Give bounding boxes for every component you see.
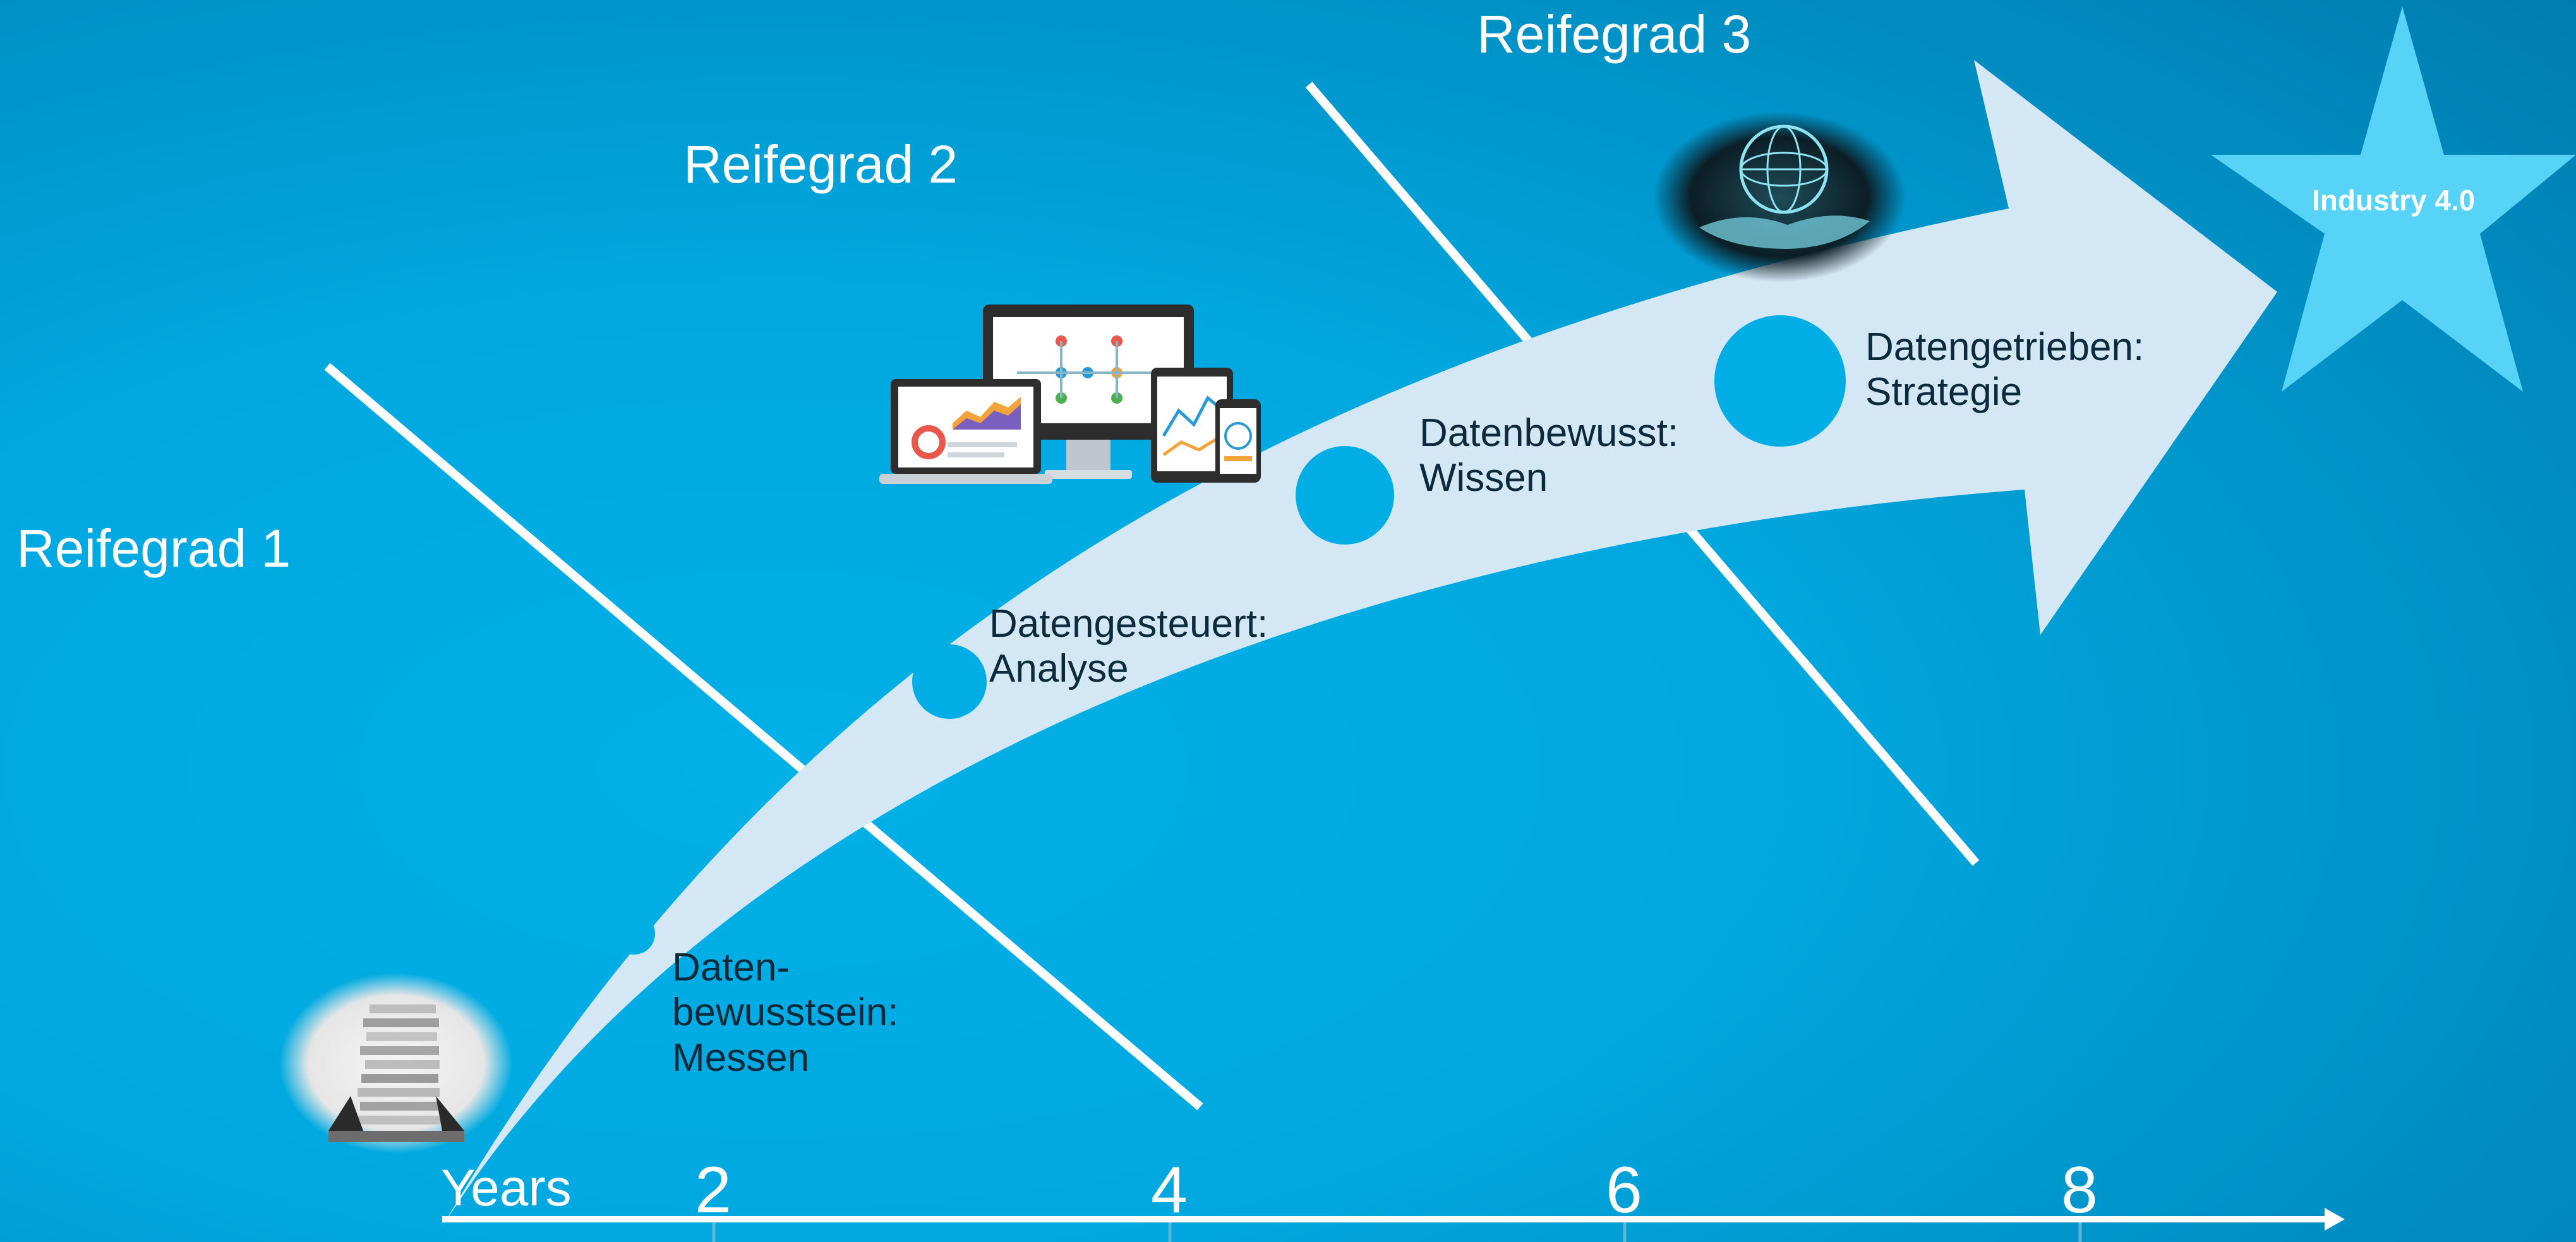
industry-4-0-label: Industry 4.0 <box>2312 184 2476 217</box>
timeline-axis-label: Years <box>441 1159 572 1217</box>
stage-label-1: Daten- bewusstsein: Messen <box>672 946 899 1080</box>
stage-node-3 <box>1296 446 1394 545</box>
dashboard-devices-image <box>879 304 1261 484</box>
paper-stack-image <box>279 973 513 1154</box>
timeline-tick-4: 4 <box>1151 1154 1188 1227</box>
stage-label-3: Datenbewusst: Wissen <box>1419 411 1679 500</box>
timeline-tick-6: 6 <box>1606 1154 1642 1227</box>
globe-in-hand-image <box>1653 112 1906 282</box>
timeline-axis <box>442 1208 2345 1242</box>
maturity-level-1-label: Reifegrad 1 <box>16 519 291 578</box>
stage-label-4: Datengetrieben: Strategie <box>1865 325 2145 414</box>
stage-node-4 <box>1714 315 1846 447</box>
separator-line-1 <box>324 363 1203 1111</box>
maturity-level-3-label: Reifegrad 3 <box>1477 4 1752 64</box>
stage-node-1 <box>613 913 655 955</box>
stage-node-2 <box>912 644 987 719</box>
timeline-tick-2: 2 <box>695 1154 731 1227</box>
stage-label-2: Datengesteuert: Analyse <box>989 602 1268 691</box>
star-icon <box>2211 6 2576 392</box>
timeline-tick-8: 8 <box>2061 1154 2098 1227</box>
maturity-level-2-label: Reifegrad 2 <box>683 135 958 194</box>
